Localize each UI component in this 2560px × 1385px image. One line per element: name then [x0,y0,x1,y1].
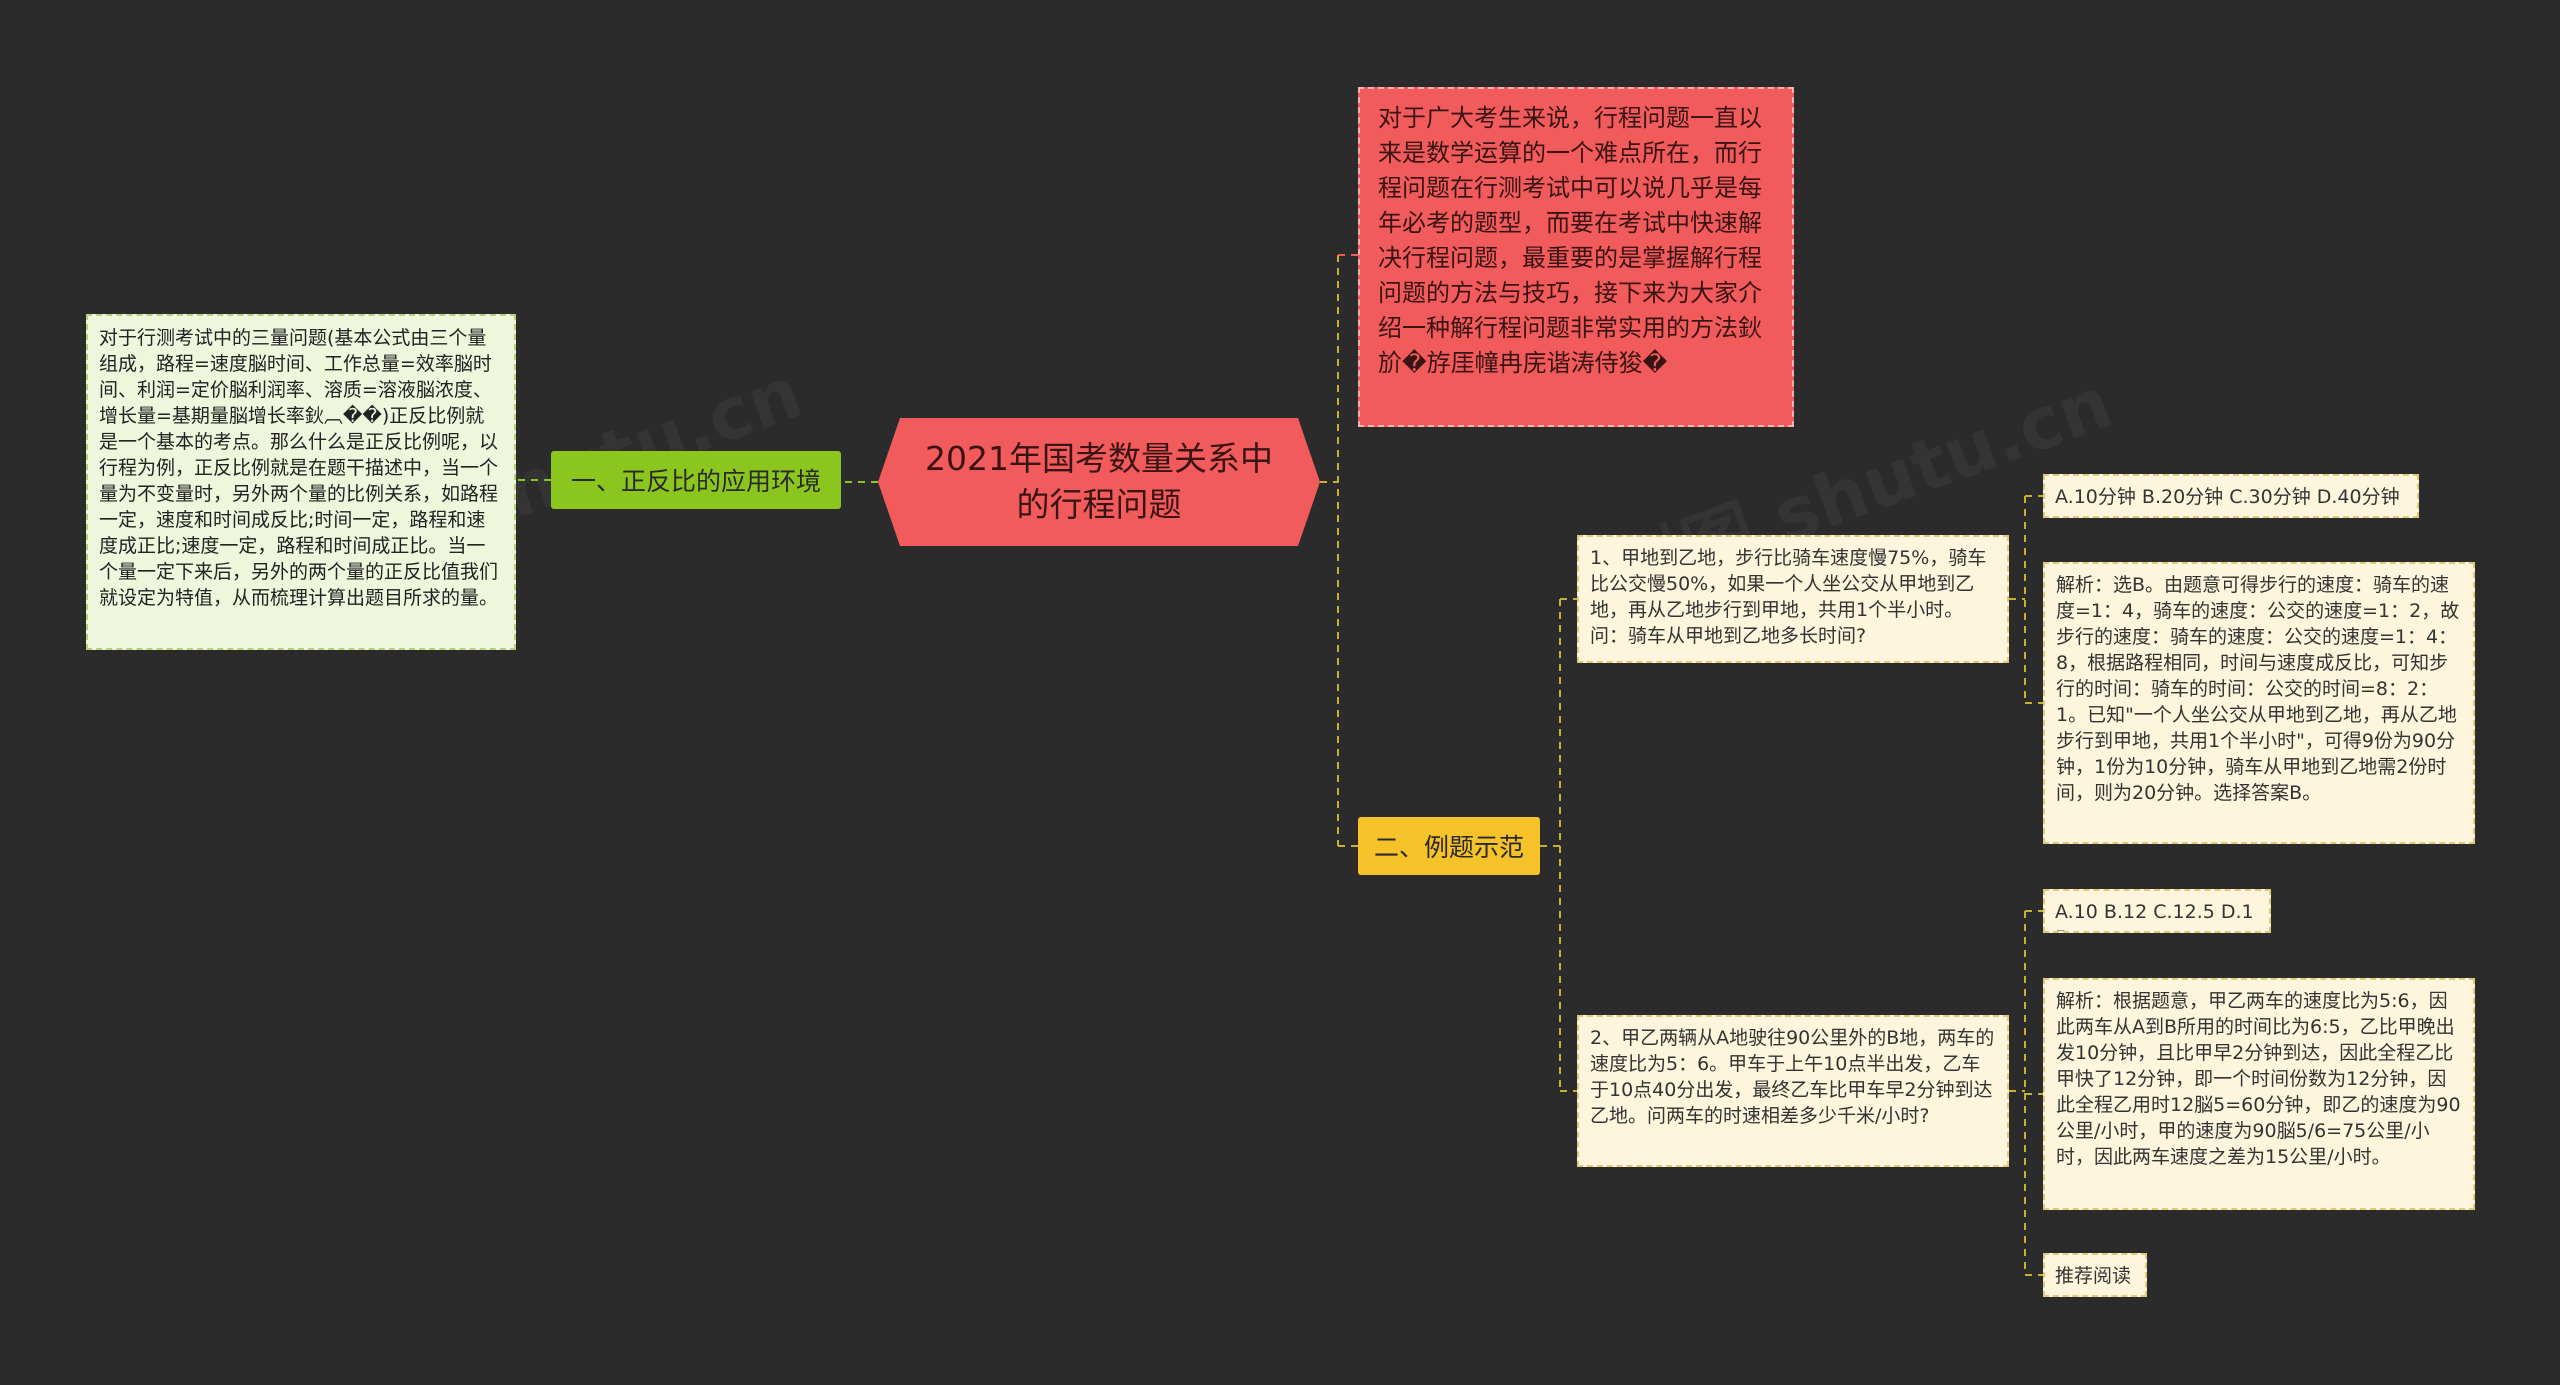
ratio-detail-text: 对于行测考试中的三量问题(基本公式由三个量组成，路程=速度脳时间、工作总量=效率… [99,327,499,609]
branch-ratio-topic[interactable]: 一、正反比的应用环境 [551,451,841,509]
root-title: 2021年国考数量关系中的行程问题 [925,439,1273,524]
question-2-options-text: A.10 B.12 C.12.5 D.15 [2055,901,2254,931]
question-1-analysis-node[interactable]: 解析：选B。由题意可得步行的速度：骑车的速度=1：4，骑车的速度：公交的速度=1… [2043,562,2475,844]
question-2-text: 2、甲乙两辆从A地驶往90公里外的B地，两车的速度比为5：6。甲车于上午10点半… [1590,1027,1995,1127]
intro-text: 对于广大考生来说，行程问题一直以来是数学运算的一个难点所在，而行程问题在行测考试… [1378,104,1762,377]
intro-note[interactable]: 对于广大考生来说，行程问题一直以来是数学运算的一个难点所在，而行程问题在行测考试… [1358,87,1794,427]
branch-examples-topic[interactable]: 二、例题示范 [1358,817,1540,875]
branch-examples-label: 二、例题示范 [1373,833,1524,862]
question-1-node[interactable]: 1、甲地到乙地，步行比骑车速度慢75%，骑车比公交慢50%，如果一个人坐公交从甲… [1577,535,2009,663]
branch-ratio-label: 一、正反比的应用环境 [570,467,821,496]
recommend-reading-node[interactable]: 推荐阅读 [2043,1253,2147,1297]
root-topic[interactable]: 2021年国考数量关系中的行程问题 [878,418,1320,546]
question-2-analysis-text: 解析：根据题意，甲乙两车的速度比为5:6，因此两车从A到B所用的时间比为6:5，… [2056,990,2461,1168]
question-2-node[interactable]: 2、甲乙两辆从A地驶往90公里外的B地，两车的速度比为5：6。甲车于上午10点半… [1577,1015,2009,1167]
question-2-options-node[interactable]: A.10 B.12 C.12.5 D.15 [2043,889,2271,933]
question-1-text: 1、甲地到乙地，步行比骑车速度慢75%，骑车比公交慢50%，如果一个人坐公交从甲… [1590,547,1987,647]
question-2-analysis-node[interactable]: 解析：根据题意，甲乙两车的速度比为5:6，因此两车从A到B所用的时间比为6:5，… [2043,978,2475,1210]
question-1-analysis-text: 解析：选B。由题意可得步行的速度：骑车的速度=1：4，骑车的速度：公交的速度=1… [2056,574,2460,804]
question-1-options-node[interactable]: A.10分钟 B.20分钟 C.30分钟 D.40分钟 [2043,474,2419,518]
ratio-detail-note[interactable]: 对于行测考试中的三量问题(基本公式由三个量组成，路程=速度脳时间、工作总量=效率… [86,314,516,650]
question-1-options-text: A.10分钟 B.20分钟 C.30分钟 D.40分钟 [2055,486,2400,508]
recommend-reading-text: 推荐阅读 [2055,1265,2132,1287]
